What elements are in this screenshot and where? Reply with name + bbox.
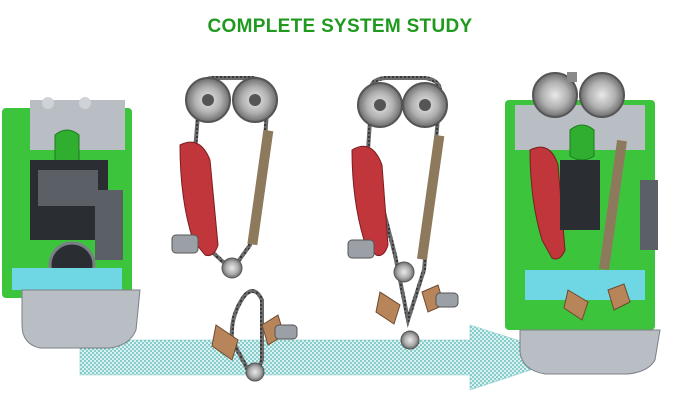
engine-block-left bbox=[2, 97, 141, 349]
flow-arrow bbox=[79, 324, 571, 391]
chain-guide-icon bbox=[247, 129, 274, 246]
cam-sprocket-icon bbox=[532, 72, 578, 118]
tensioner-icon bbox=[274, 324, 298, 340]
slide-title: COMPLETE SYSTEM STUDY bbox=[207, 16, 473, 37]
timing-drive-3 bbox=[347, 76, 459, 350]
chain-guide-icon bbox=[179, 141, 219, 256]
crank-sprocket-icon bbox=[393, 261, 415, 283]
timing-drive-2 bbox=[211, 289, 298, 382]
tensioner-icon bbox=[211, 324, 239, 361]
engine-block-right bbox=[505, 72, 661, 375]
tensioner-icon bbox=[171, 234, 199, 254]
chain-guide-icon bbox=[417, 134, 445, 261]
crank-sprocket-icon bbox=[221, 257, 243, 279]
oil-pump-sprocket-icon bbox=[400, 330, 420, 350]
oil-pump-sprocket-icon bbox=[245, 362, 265, 382]
chain-guide-icon bbox=[529, 146, 566, 260]
cam-sprocket-icon bbox=[579, 72, 625, 118]
chain-guide-icon bbox=[599, 139, 627, 271]
timing-drive-1 bbox=[171, 76, 278, 279]
tensioner-icon bbox=[347, 239, 375, 259]
chain-guide-icon bbox=[351, 145, 389, 256]
